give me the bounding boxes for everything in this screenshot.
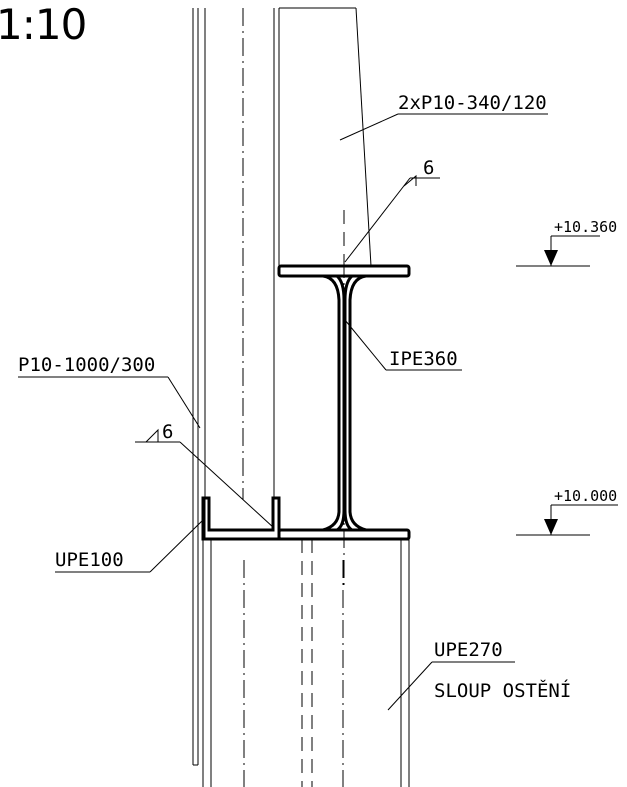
column-upe270 (202, 539, 410, 787)
leader-plate-top: 2xP10-340/120 (339, 92, 548, 141)
label-column-name: SLOUP OSTĚNÍ (434, 679, 571, 702)
leader-weld-top: 6 (344, 157, 440, 263)
leader-weld-bottom: 6 (135, 421, 275, 529)
label-beam: IPE360 (389, 348, 458, 370)
upe100-channel (201, 496, 281, 541)
level-bottom-value: +10.000 (554, 487, 617, 505)
scale-label: 1:10 (0, 0, 87, 49)
leader-column: UPE270 SLOUP OSTĚNÍ (387, 639, 571, 711)
side-plate-upper (192, 8, 280, 766)
label-weld-top: 6 (423, 157, 434, 179)
stiffener-plates (279, 7, 372, 267)
label-plate-side: P10-1000/300 (18, 354, 155, 376)
label-column-profile: UPE270 (434, 639, 503, 661)
leader-plate-side: P10-1000/300 (18, 354, 201, 429)
level-marker-bottom: +10.000 (516, 487, 618, 536)
label-channel: UPE100 (55, 549, 124, 571)
leader-beam: IPE360 (344, 319, 462, 371)
level-top-value: +10.360 (554, 218, 617, 236)
leader-channel: UPE100 (55, 519, 204, 573)
label-plate-top: 2xP10-340/120 (398, 92, 547, 114)
level-marker-top: +10.360 (516, 218, 617, 267)
ipe360-beam (277, 260, 411, 590)
label-weld-bottom: 6 (162, 421, 173, 443)
